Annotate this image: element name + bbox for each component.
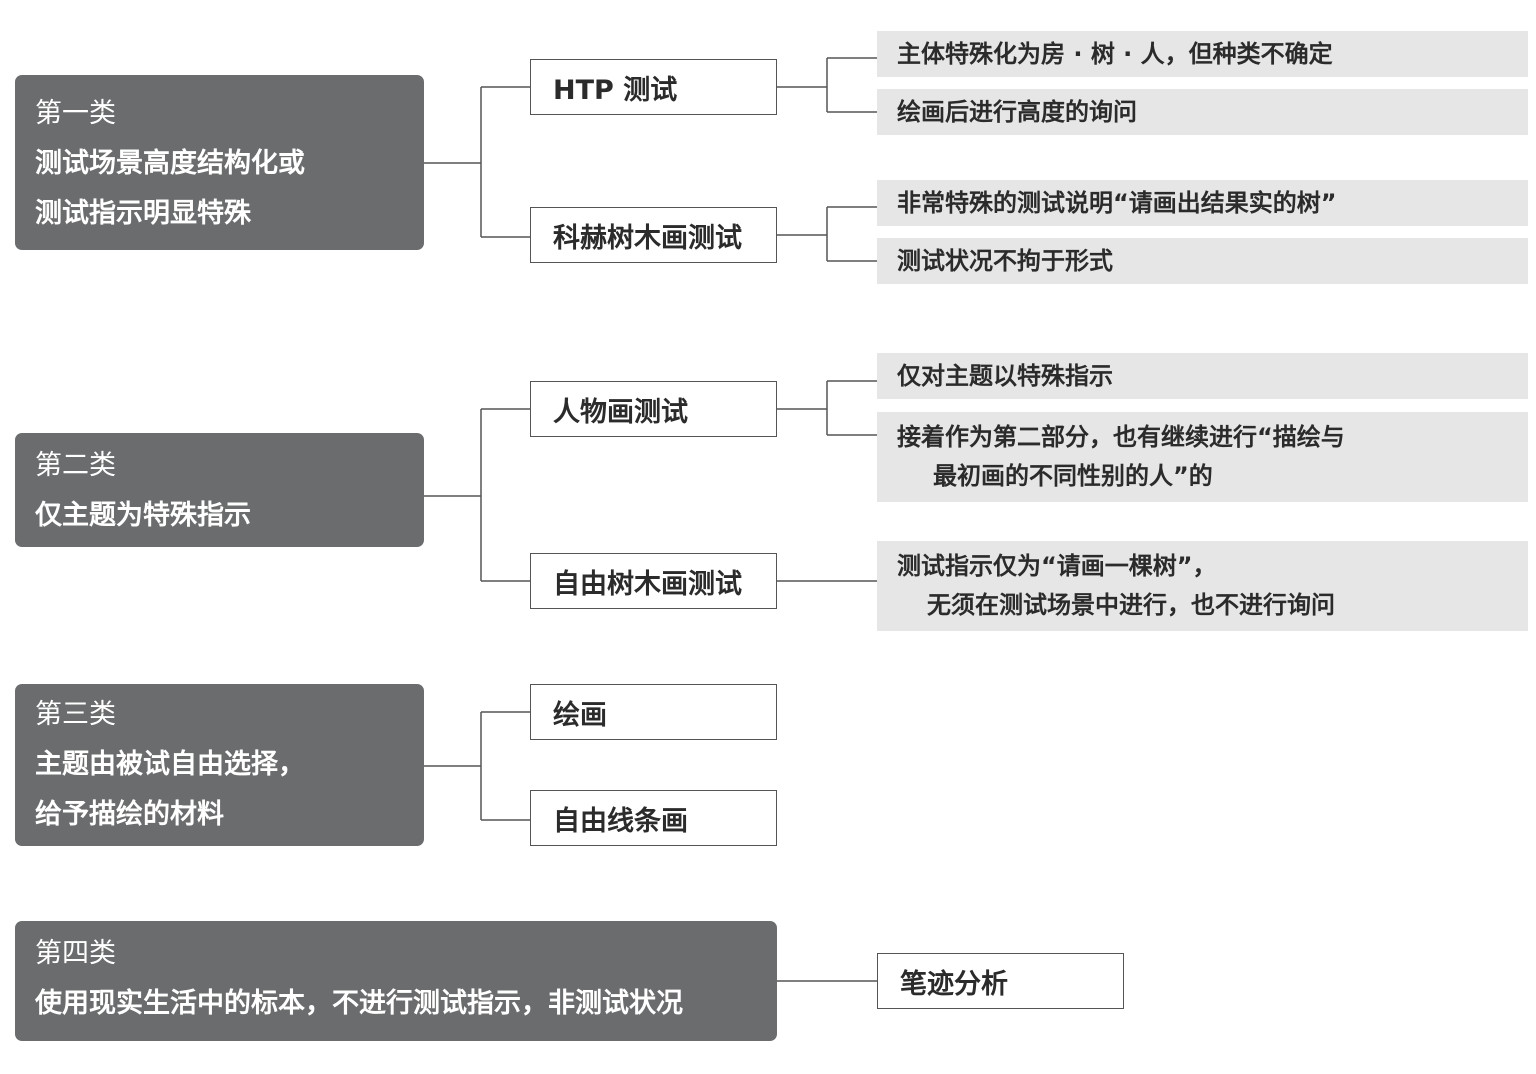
leaf-text: 测试状况不拘于形式	[897, 246, 1113, 275]
leaf-text: 接着作为第二部分，也有继续进行“描绘与	[897, 423, 1345, 451]
category-description: 主题由被试自由选择，	[35, 749, 305, 780]
category-box-3: 第三类 主题由被试自由选择， 给予描绘的材料	[15, 684, 424, 846]
leaf-text: 绘画后进行高度的询问	[897, 97, 1137, 126]
category-description: 给予描绘的材料	[35, 799, 224, 830]
connector	[424, 711, 530, 821]
subtype-box-htp: HTP 测试	[530, 59, 777, 115]
subtype-label: 人物画测试	[553, 396, 688, 428]
subtype-box-person-drawing: 人物画测试	[530, 381, 777, 437]
category-box-4: 第四类 使用现实生活中的标本，不进行测试指示，非测试状况	[15, 921, 777, 1041]
leaf-box: 测试状况不拘于形式	[877, 238, 1528, 284]
category-description: 使用现实生活中的标本，不进行测试指示，非测试状况	[35, 988, 683, 1019]
subtype-box-drawing: 绘画	[530, 684, 777, 740]
subtype-label: 绘画	[553, 699, 607, 731]
connector	[777, 380, 877, 436]
subtype-label: HTP 测试	[553, 74, 678, 106]
subtype-box-handwriting: 笔迹分析	[877, 953, 1124, 1009]
category-description: 测试场景高度结构化或	[35, 148, 305, 179]
connector	[777, 206, 877, 262]
connector	[424, 408, 530, 582]
connector	[777, 57, 877, 113]
subtype-label: 自由线条画	[553, 805, 688, 837]
subtype-label: 笔迹分析	[900, 968, 1008, 1000]
leaf-box: 仅对主题以特殊指示	[877, 353, 1528, 399]
category-title: 第一类	[35, 98, 116, 129]
leaf-box: 测试指示仅为“请画一棵树”， 无须在测试场景中进行，也不进行询问	[877, 541, 1528, 631]
category-title: 第三类	[35, 699, 116, 730]
leaf-box: 主体特殊化为房 · 树 · 人，但种类不确定	[877, 31, 1528, 77]
category-description: 仅主题为特殊指示	[35, 500, 251, 531]
subtype-box-free-tree: 自由树木画测试	[530, 553, 777, 609]
leaf-text: 测试指示仅为“请画一棵树”，	[897, 552, 1217, 580]
leaf-text: 主体特殊化为房 · 树 · 人，但种类不确定	[897, 39, 1333, 68]
leaf-text: 非常特殊的测试说明“请画出结果实的树”	[897, 188, 1337, 217]
leaf-text: 最初画的不同性别的人”的	[933, 462, 1213, 490]
category-title: 第四类	[35, 938, 116, 969]
leaf-box: 接着作为第二部分，也有继续进行“描绘与 最初画的不同性别的人”的	[877, 412, 1528, 502]
category-title: 第二类	[35, 450, 116, 481]
subtype-box-koch-tree: 科赫树木画测试	[530, 207, 777, 263]
connector	[424, 86, 530, 238]
subtype-box-free-line: 自由线条画	[530, 790, 777, 846]
category-box-1: 第一类 测试场景高度结构化或 测试指示明显特殊	[15, 75, 424, 250]
leaf-text: 无须在测试场景中进行，也不进行询问	[927, 591, 1335, 619]
category-description: 测试指示明显特殊	[35, 198, 251, 229]
leaf-box: 非常特殊的测试说明“请画出结果实的树”	[877, 180, 1528, 226]
subtype-label: 科赫树木画测试	[553, 222, 742, 254]
leaf-box: 绘画后进行高度的询问	[877, 89, 1528, 135]
leaf-text: 仅对主题以特殊指示	[897, 361, 1113, 390]
subtype-label: 自由树木画测试	[553, 568, 742, 600]
category-box-2: 第二类 仅主题为特殊指示	[15, 433, 424, 547]
